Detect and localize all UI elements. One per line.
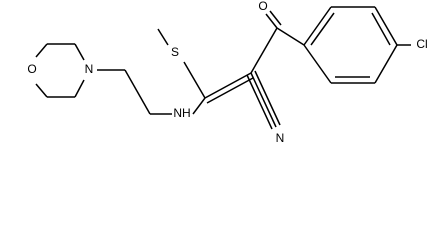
bond-co-double-a: [265, 13, 278, 29]
structure-diagram: O N NH S O Cl N: [27, 0, 427, 145]
bond-ar-3-inner: [371, 12, 391, 46]
bond-ar-3: [374, 6, 398, 46]
bond-s-methyl: [157, 28, 169, 46]
atom-label-chlorine: Cl: [416, 37, 427, 51]
bond-c1-c2-double-a: [204, 72, 252, 99]
bond-c1-s: [183, 61, 206, 99]
bond-nh-c1: [192, 97, 206, 115]
atom-label-amine-nh: NH: [173, 106, 190, 120]
bond-c2-carbonyl-c: [250, 27, 278, 74]
nitrile-group: [246, 70, 281, 130]
bond-ar-6: [303, 44, 332, 84]
bond-ring-n-c3: [74, 79, 85, 98]
morpholine-ring: [35, 43, 85, 98]
bond-ar-4: [374, 44, 398, 84]
chlorophenyl-ring: [303, 6, 411, 84]
bond-c1-c2-double-b: [206, 77, 254, 104]
atom-label-morpholine-o: O: [27, 62, 36, 76]
bond-carbonyl-ipso: [276, 27, 305, 46]
carbonyl-group: [250, 10, 305, 74]
bond-ar-1-inner: [310, 12, 335, 46]
bond-ring-c4-o: [35, 83, 48, 98]
atom-label-ketone-o: O: [258, 0, 267, 13]
bond-ring-o-c1: [35, 43, 48, 58]
bond-co-double-b: [269, 10, 282, 26]
bond-nitrile-c: [254, 70, 281, 126]
bond-ch2a-ch2b: [124, 69, 151, 115]
bond-ar-1: [303, 6, 332, 46]
atom-labels: O N NH S O Cl N: [27, 0, 427, 145]
bond-nitrile-b: [246, 74, 273, 130]
ethylene-linker: [97, 69, 172, 115]
atom-label-morpholine-n: N: [85, 62, 94, 76]
atom-label-nitrile-n: N: [276, 131, 285, 145]
structure-canvas: O N NH S O Cl N: [27, 0, 427, 145]
bond-nitrile-a: [250, 72, 277, 128]
alkene-core: [157, 28, 254, 115]
bond-ring-c2-n: [74, 43, 85, 61]
atom-label-thioether-s: S: [171, 45, 179, 59]
